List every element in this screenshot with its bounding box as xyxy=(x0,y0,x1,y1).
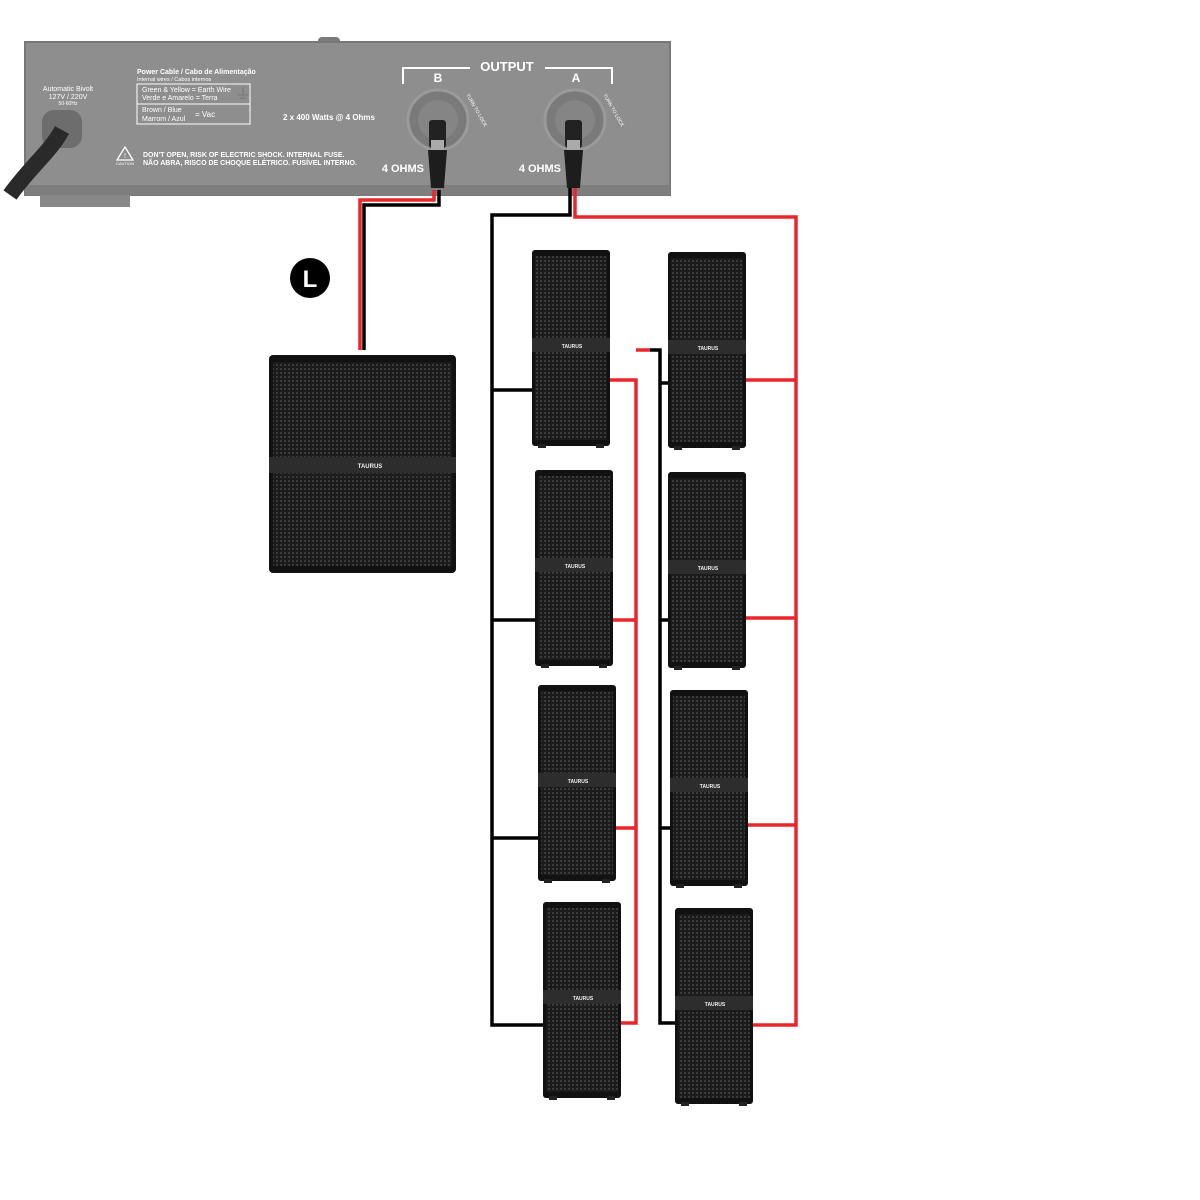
satellite-speaker: TAURUS xyxy=(543,902,621,1100)
caution-label: CAUTION xyxy=(116,161,134,166)
output-label: OUTPUT xyxy=(480,59,534,74)
power-cable xyxy=(3,110,82,200)
satellite-speaker: TAURUS xyxy=(538,685,616,883)
channel-b-label: B xyxy=(434,71,443,85)
satellite-speaker: TAURUS xyxy=(532,250,610,448)
satellite-speaker: TAURUS xyxy=(675,908,753,1106)
caution-icon: ! xyxy=(115,145,135,161)
voltage-title: Automatic Bivolt xyxy=(43,86,93,93)
power-rating: 2 x 400 Watts @ 4 Ohms xyxy=(283,113,376,122)
channel-a-label: A xyxy=(572,71,581,85)
ohms-a: 4 OHMS xyxy=(519,163,561,175)
warning-pt: NÃO ABRA, RISCO DE CHOQUE ELÉTRICO. FUSÍ… xyxy=(143,158,357,167)
brand-logo: TAURUS xyxy=(562,344,583,350)
sub-positive-wire xyxy=(358,190,436,350)
brand-logo: TAURUS xyxy=(698,566,719,572)
amplifier-rear-panel: Automatic Bivolt 127V / 220V 50-60Hz Pow… xyxy=(3,37,671,207)
satellite-speaker: TAURUS xyxy=(668,472,746,670)
right-column-negative-bus xyxy=(650,348,675,1025)
channel-a-positive-bus xyxy=(573,188,798,1027)
earth-pt: Verde e Amarelo = Terra xyxy=(142,95,218,102)
brand-logo: TAURUS xyxy=(358,464,383,470)
brown-blue: Brown / Blue xyxy=(142,107,182,114)
wires xyxy=(358,188,798,1027)
vac: = Vac xyxy=(195,110,215,119)
earth-en: Green & Yellow = Earth Wire xyxy=(142,87,231,94)
marrom-azul: Marrom / Azul xyxy=(142,116,186,123)
speakon-plug-b xyxy=(428,120,447,188)
left-column-positive-bus xyxy=(610,378,638,1025)
warning-en: DON'T OPEN, RISK OF ELECTRIC SHOCK. INTE… xyxy=(143,152,344,159)
voltage: 127V / 220V xyxy=(49,94,88,101)
brand-logo: TAURUS xyxy=(705,1002,726,1008)
power-cable-title: Power Cable / Cabo de Alimentação xyxy=(137,69,256,76)
ground-icon xyxy=(238,87,248,99)
brand-logo: TAURUS xyxy=(565,564,586,570)
subwoofer: TAURUS xyxy=(269,355,456,573)
brand-logo: TAURUS xyxy=(568,779,589,785)
brand-logo: TAURUS xyxy=(573,996,594,1002)
frequency: 50-60Hz xyxy=(59,101,78,107)
speakon-plug-a xyxy=(564,120,583,188)
svg-text:L: L xyxy=(303,266,318,293)
brand-logo: TAURUS xyxy=(700,784,721,790)
sub-negative-wire xyxy=(362,190,441,350)
brand-logo: TAURUS xyxy=(698,346,719,352)
satellite-speaker: TAURUS xyxy=(535,470,613,668)
satellite-speaker: TAURUS xyxy=(670,690,748,888)
satellite-speaker: TAURUS xyxy=(668,252,746,450)
channel-a-negative-bus xyxy=(490,188,572,1027)
internal-wires: Internal wires / Cabos internos xyxy=(137,77,212,83)
channel-l-badge: L xyxy=(290,258,330,298)
svg-text:!: ! xyxy=(124,153,126,160)
ohms-b: 4 OHMS xyxy=(382,163,424,175)
